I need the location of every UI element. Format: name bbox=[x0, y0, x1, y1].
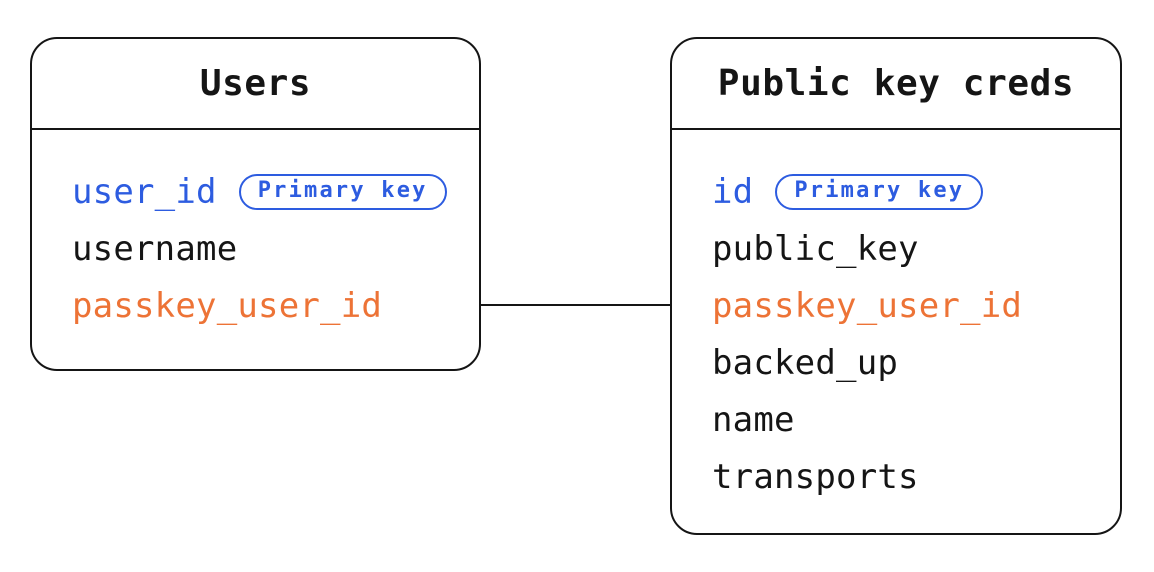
field-name: passkey_user_id bbox=[712, 285, 1023, 326]
table-public-key-creds: Public key creds id Primary key public_k… bbox=[670, 37, 1122, 535]
table-title: Public key creds bbox=[717, 63, 1075, 104]
field-name: passkey_user_id bbox=[72, 285, 383, 326]
field-row: username bbox=[72, 220, 479, 277]
field-row: public_key bbox=[712, 220, 1120, 277]
field-row: backed_up bbox=[712, 334, 1120, 391]
primary-key-badge: Primary key bbox=[238, 173, 447, 210]
table-users: Users user_id Primary key username passk… bbox=[30, 37, 481, 371]
field-name: backed_up bbox=[712, 342, 899, 383]
table-users-fields: user_id Primary key username passkey_use… bbox=[32, 130, 479, 334]
field-name: username bbox=[72, 228, 238, 269]
field-row: name bbox=[712, 391, 1120, 448]
table-title: Users bbox=[199, 63, 312, 104]
field-name: name bbox=[712, 399, 795, 440]
field-name: id bbox=[712, 171, 754, 212]
field-name: transports bbox=[712, 456, 919, 497]
field-row: transports bbox=[712, 448, 1120, 505]
field-name: public_key bbox=[712, 228, 919, 269]
table-users-header: Users bbox=[32, 39, 479, 130]
primary-key-badge: Primary key bbox=[775, 173, 984, 210]
table-public-key-creds-fields: id Primary key public_key passkey_user_i… bbox=[672, 130, 1120, 505]
field-row: user_id Primary key bbox=[72, 163, 479, 220]
field-name: user_id bbox=[72, 171, 217, 212]
table-public-key-creds-header: Public key creds bbox=[672, 39, 1120, 130]
field-row: id Primary key bbox=[712, 163, 1120, 220]
field-row: passkey_user_id bbox=[72, 277, 479, 334]
field-row: passkey_user_id bbox=[712, 277, 1120, 334]
relationship-line bbox=[480, 304, 672, 306]
